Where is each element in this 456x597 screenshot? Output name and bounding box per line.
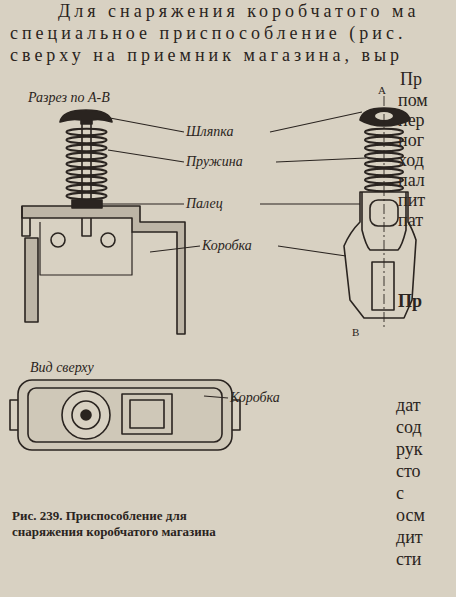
text-fragment: осм [396,506,425,526]
section-heading: Пр [398,292,422,312]
body-text: сверху на приемник магазина, выр [10,46,403,66]
text-fragment: ног [398,131,424,151]
figure-caption: Рис. 239. Приспособление для снаряжения … [12,508,227,541]
part-label: Коробка [202,238,252,253]
text-fragment: дат [396,396,421,416]
text-fragment: сод [396,418,422,438]
box-leg [25,238,38,322]
cap [60,110,112,124]
section-letter: В [352,326,359,338]
top-view [10,380,240,450]
pin [82,124,91,236]
section-letter: А [378,84,386,96]
text-fragment: пал [398,171,425,191]
text-fragment: сто [396,462,421,482]
text-fragment: сти [396,550,422,570]
hole [101,233,115,247]
view-title: Вид сверху [30,360,94,375]
text-fragment: пит [398,191,425,211]
text-fragment: дит [396,528,423,548]
text-fragment: пер [398,111,425,131]
view-title: Разрез по А-В [28,90,110,105]
part-label: Коробка [230,390,280,405]
section-view [22,110,185,334]
axis-line [384,96,385,328]
body-text: Для снаряжения коробчатого ма [58,2,419,22]
box-wall [22,206,185,334]
part-label: Палец [186,196,223,211]
part-label: Шляпка [186,124,233,139]
text-fragment: пат [398,211,423,231]
leader-lines [96,112,366,398]
hole [51,233,65,247]
slot [372,262,394,310]
spring [67,129,107,199]
text-fragment: рук [396,440,423,460]
text-fragment: с [396,484,404,504]
text-fragment: Пр [400,70,422,90]
text-fragment: пом [398,91,428,111]
text-fragment: ход [398,151,424,171]
part-label: Пружина [186,154,243,169]
body-text: специальное приспособление (рис. [10,24,406,44]
